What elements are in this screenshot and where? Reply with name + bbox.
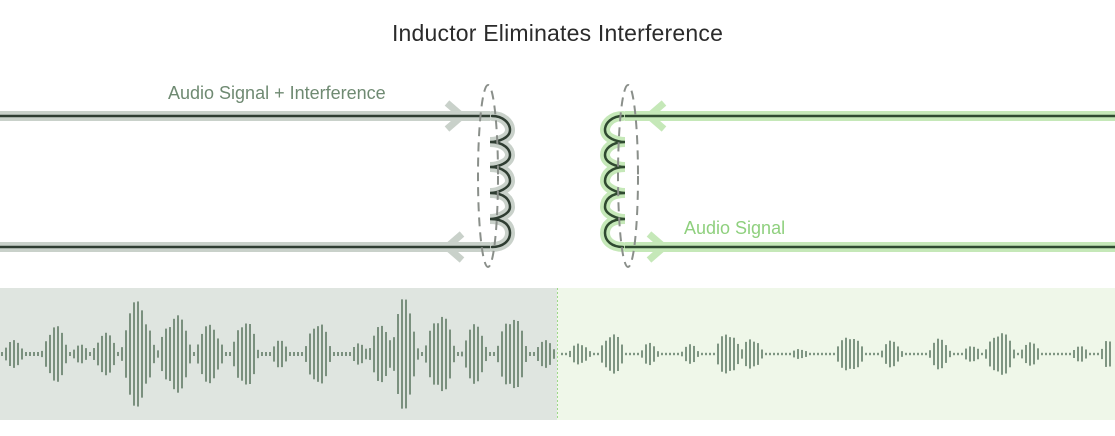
left-wire (0, 114, 490, 249)
waveform-right-panel (557, 288, 1115, 420)
waveform-strip (0, 288, 1115, 420)
waveform-left-trace (1, 299, 555, 409)
right-coil (603, 114, 626, 249)
waveform-right-trace (561, 333, 1111, 375)
right-wire (625, 114, 1115, 249)
diagram-title: Inductor Eliminates Interference (391, 20, 724, 46)
right-circuit (599, 84, 1115, 268)
circuit-diagram (0, 84, 1115, 268)
left-circuit (0, 84, 516, 268)
left-wire-halo (0, 111, 490, 252)
left-signal-label: Audio Signal + Interference (168, 83, 386, 103)
left-core-dashed (477, 84, 499, 268)
right-core-dashed (617, 84, 639, 268)
right-signal-label: Audio Signal (684, 218, 786, 238)
